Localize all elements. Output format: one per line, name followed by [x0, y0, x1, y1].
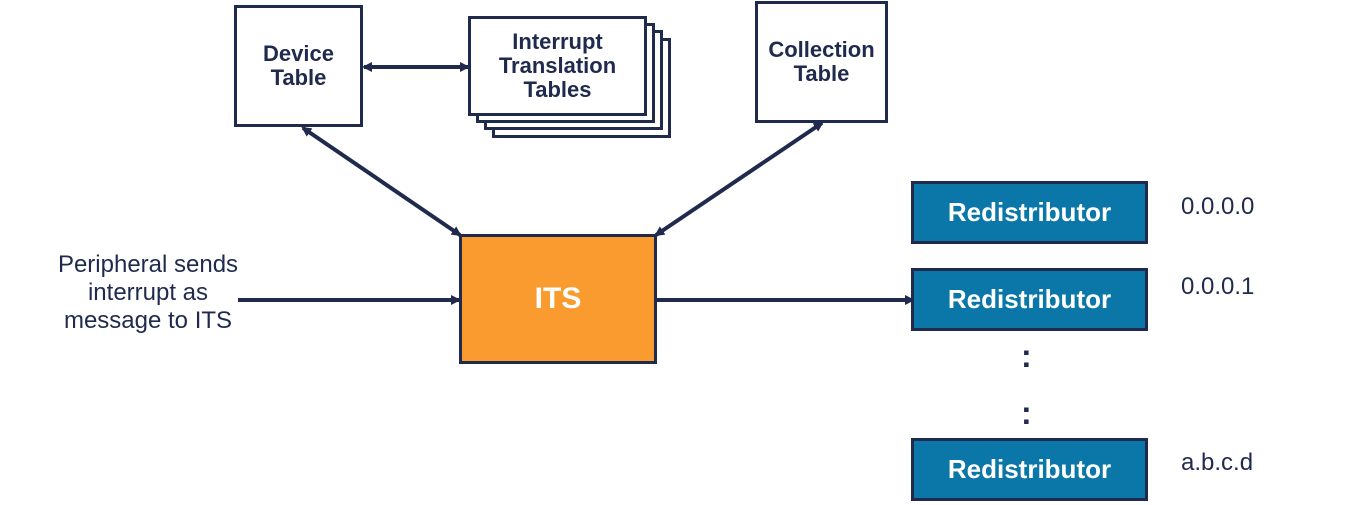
- redistributor-box-1: Redistributor: [911, 268, 1148, 331]
- device-table-box: Device Table: [234, 5, 363, 127]
- itt-box: Interrupt Translation Tables: [468, 16, 647, 116]
- itt-label: Interrupt Translation Tables: [498, 29, 617, 102]
- redistributor-label: Redistributor: [947, 197, 1112, 227]
- its-box: ITS: [459, 234, 657, 364]
- redistributor-address-1: 0.0.0.1: [1181, 273, 1255, 300]
- its-label: ITS: [534, 282, 582, 315]
- redistributor-label: Redistributor: [947, 454, 1112, 484]
- redistributor-box-0: Redistributor: [911, 181, 1148, 244]
- peripheral-caption: Peripheral sends interrupt as message to…: [57, 251, 239, 334]
- arrow-device-to-its: [301, 126, 462, 237]
- redistributor-address-0: 0.0.0.0: [1181, 193, 1255, 220]
- collection-table-label: Collection Table: [768, 37, 875, 86]
- device-table-label: Device Table: [263, 41, 334, 90]
- redistributor-address-2: a.b.c.d: [1181, 449, 1254, 476]
- redistributor-box-2: Redistributor: [911, 438, 1148, 501]
- redistributor-label: Redistributor: [947, 284, 1112, 314]
- arrow-collection-to-its: [654, 121, 824, 237]
- collection-table-box: Collection Table: [755, 1, 888, 123]
- ellipsis-dots-2: :: [1021, 395, 1032, 431]
- ellipsis-dots-1: :: [1021, 338, 1032, 374]
